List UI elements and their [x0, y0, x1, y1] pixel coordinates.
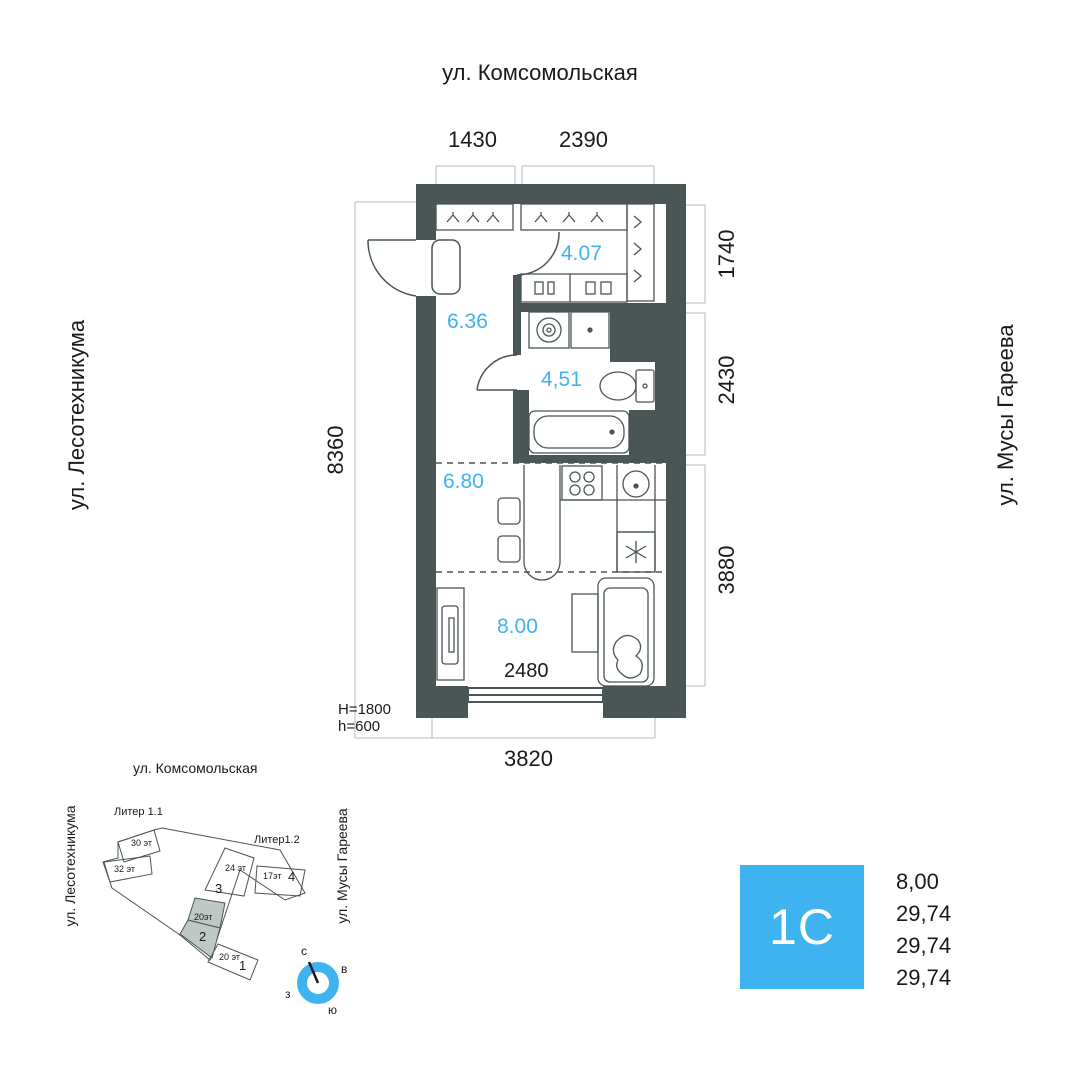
- area-total-with-balcony: 29,74: [896, 933, 952, 958]
- stove-icon: [561, 465, 603, 501]
- cabinet-icon: [520, 273, 628, 303]
- compass-west: з: [285, 987, 291, 1001]
- site-floors-17: 17эт: [263, 871, 282, 881]
- sink-icon: [622, 470, 650, 498]
- entry-door[interactable]: [367, 239, 417, 297]
- window: [467, 687, 604, 703]
- bar-counter: [497, 465, 561, 581]
- dim-room-width: 2480: [504, 660, 549, 682]
- apartment-areas: 8,00 29,74 29,74 29,74: [896, 866, 951, 994]
- room-area-living: 8.00: [497, 615, 538, 638]
- site-liter-1-1: Литер 1.1: [114, 806, 163, 818]
- dim-top-right: 2390: [559, 127, 608, 152]
- site-liter-1-2: Литер1.2: [254, 834, 300, 846]
- room-area-kitchen: 6.80: [443, 470, 484, 493]
- street-label-top: ул. Комсомольская: [442, 60, 638, 85]
- room-area-bathroom: 4,51: [541, 368, 582, 391]
- compass-east: в: [341, 962, 348, 976]
- site-street-left: ул. Лесотехникума: [62, 805, 78, 927]
- dim-top-left: 1430: [448, 127, 497, 152]
- area-living: 8,00: [896, 869, 939, 894]
- dim-right-bottom: 3880: [714, 545, 739, 595]
- tv-stand-icon: [436, 587, 465, 681]
- site-plan: [102, 827, 306, 981]
- site-street-top: ул. Комсомольская: [133, 760, 258, 776]
- kitchen-counter: [560, 465, 666, 572]
- dim-right-top: 1740: [714, 229, 739, 279]
- window-height-note: H=1800: [338, 701, 391, 718]
- washer-icon: [528, 311, 610, 349]
- window-sill-note: h=600: [338, 718, 381, 735]
- fridge-icon: [616, 531, 656, 573]
- bathtub-icon: [528, 410, 630, 454]
- site-floors-32: 32 эт: [114, 864, 136, 874]
- dim-right-mid: 2430: [714, 355, 739, 405]
- bed-icon: [571, 577, 655, 687]
- compass-north: с: [301, 944, 307, 958]
- exterior-walls: [416, 184, 686, 718]
- hanger-icon: [435, 203, 655, 302]
- site-section-4: 4: [288, 869, 296, 884]
- site-section-3: 3: [215, 881, 223, 896]
- area-total: 29,74: [896, 901, 952, 926]
- bathroom-door[interactable]: [476, 354, 518, 391]
- wardrobe-door[interactable]: [516, 231, 560, 276]
- site-street-right: ул. Мусы Гареева: [334, 808, 350, 924]
- area-total-reduced: 29,74: [896, 965, 952, 990]
- bench-icon: [431, 239, 461, 295]
- site-floors-20b: 20 эт: [219, 952, 241, 962]
- site-floors-30: 30 эт: [131, 838, 153, 848]
- apartment-type-badge: 1С: [740, 865, 864, 989]
- room-area-hall: 6.36: [447, 310, 488, 333]
- site-floors-20a: 20эт: [194, 912, 213, 922]
- dim-left-total: 8360: [323, 425, 348, 475]
- site-section-2: 2: [199, 929, 207, 944]
- compass-south: ю: [328, 1003, 337, 1017]
- site-floors-24: 24 эт: [225, 863, 247, 873]
- compass-icon: [297, 961, 339, 1004]
- room-area-wardrobe: 4.07: [561, 242, 602, 265]
- site-section-1: 1: [239, 958, 247, 973]
- dimension-lines: [354, 165, 706, 739]
- dim-bottom-total: 3820: [504, 746, 553, 771]
- toilet-icon: [599, 369, 655, 403]
